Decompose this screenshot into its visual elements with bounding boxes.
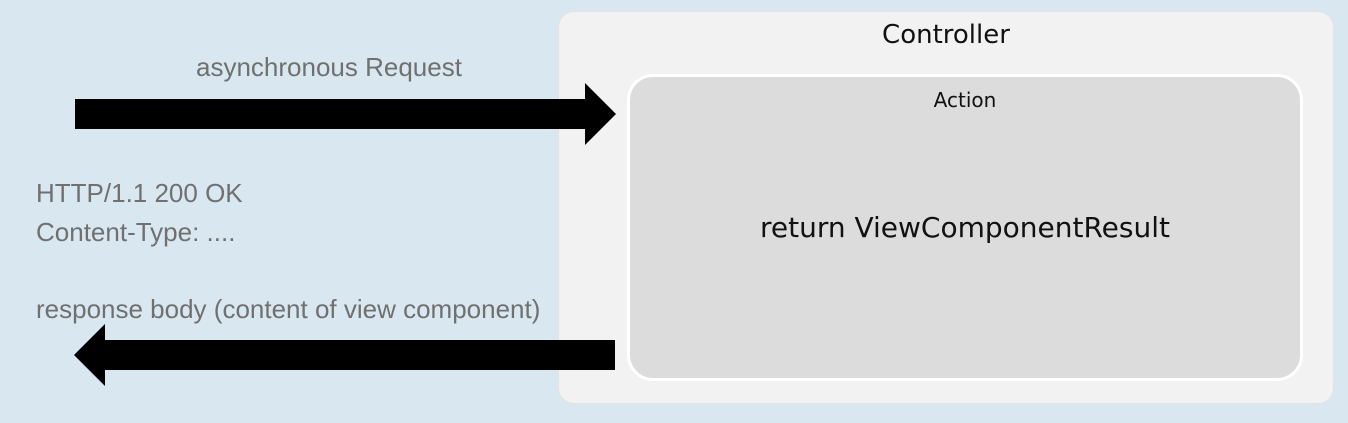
action-title: Action [933, 88, 997, 112]
response-arrow [74, 324, 615, 386]
request-label: asynchronous Request [196, 52, 462, 82]
action-body: return ViewComponentResult [759, 211, 1171, 244]
action-box [627, 74, 1303, 381]
response-status-line: HTTP/1.1 200 OK [36, 178, 243, 208]
response-content-type-line: Content-Type: .... [36, 217, 236, 247]
response-body-line: response body (content of view component… [36, 294, 541, 324]
request-arrow [75, 83, 616, 145]
controller-title: Controller [882, 20, 1010, 50]
